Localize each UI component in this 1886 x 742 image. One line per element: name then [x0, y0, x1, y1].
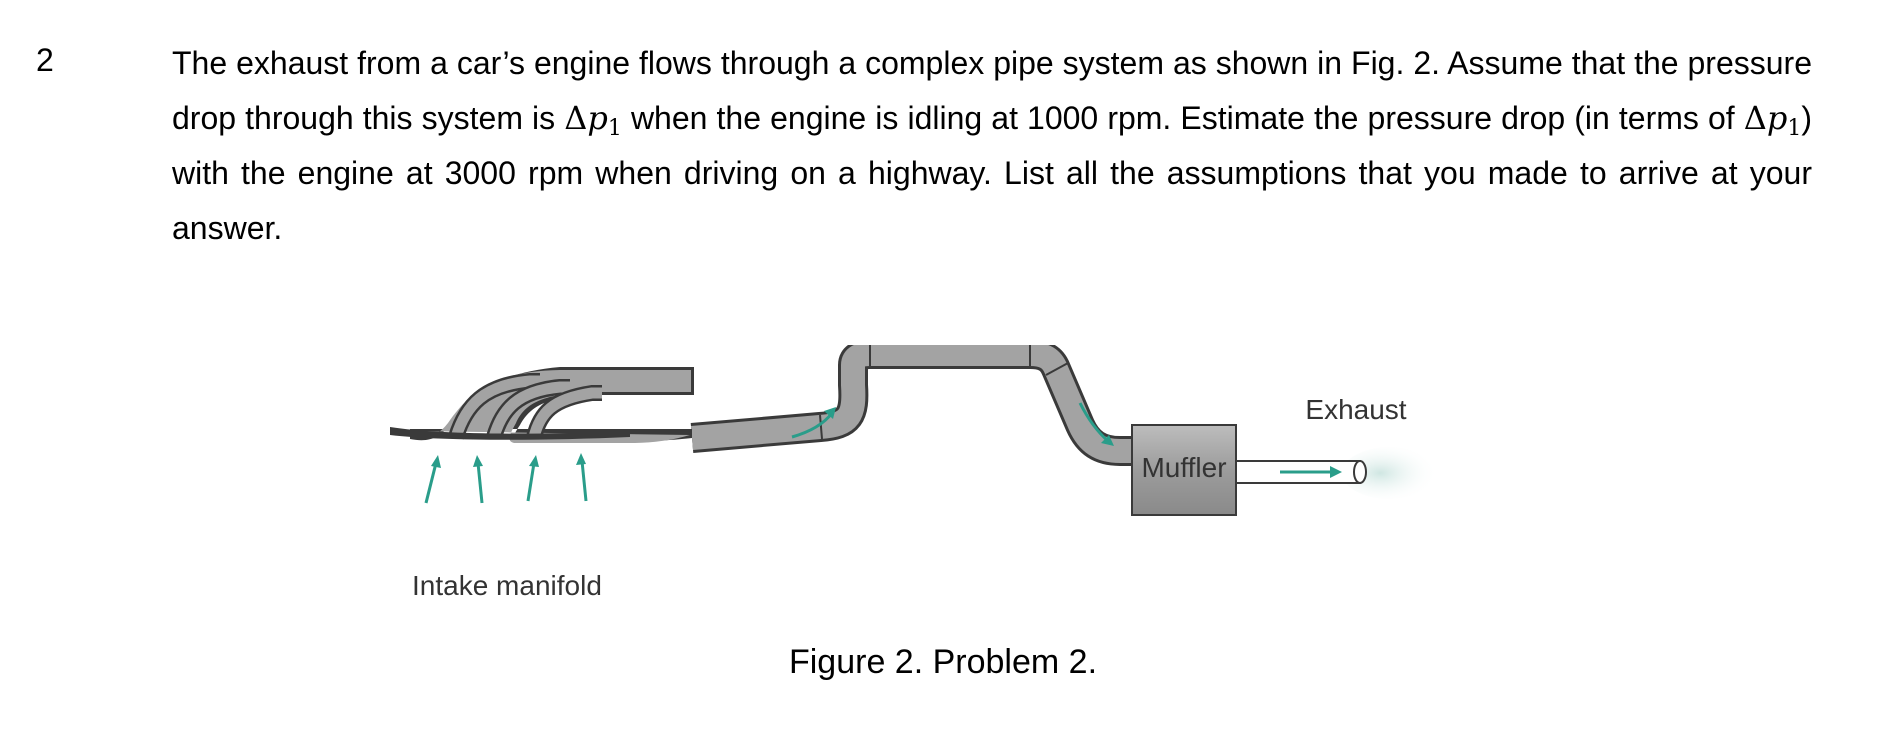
exhaust-system-diagram: Muffler Exhaust Intake manifold — [390, 339, 1438, 601]
exhaust-system-figure: Muffler Exhaust Intake manifold — [380, 339, 1460, 615]
p-symbol: p — [1766, 99, 1788, 137]
problem-text-part-1: The exhaust from a car’s engine flows th… — [172, 45, 1812, 136]
muffler-label: Muffler — [1141, 452, 1226, 483]
pressure-drop-symbol-2: Δp1 — [1743, 99, 1802, 140]
exhaust-gas-puff — [1342, 447, 1438, 499]
subscript-one: 1 — [607, 116, 622, 141]
tail-pipe-opening — [1353, 460, 1367, 484]
delta-symbol: Δ — [564, 99, 588, 137]
pressure-drop-symbol-1: Δp1 — [564, 99, 622, 140]
problem-text-part-3: ) with the engine at 3000 rpm when drivi… — [172, 100, 1813, 246]
question-number: 2 — [36, 42, 54, 78]
intake-manifold-label: Intake manifold — [412, 570, 602, 601]
exhaust-label: Exhaust — [1305, 394, 1406, 425]
flow-arrows — [424, 402, 1342, 504]
intake-manifold-shape — [390, 367, 694, 443]
figure-caption: Figure 2. Problem 2. — [788, 643, 1098, 681]
exhaust-pipe — [690, 339, 1142, 466]
problem-statement: The exhaust from a car’s engine flows th… — [172, 36, 1812, 256]
p-symbol: p — [587, 99, 608, 137]
delta-symbol: Δ — [1743, 99, 1767, 137]
problem-text-part-2: when the engine is idling at 1000 rpm. E… — [621, 100, 1744, 136]
subscript-one: 1 — [1787, 116, 1802, 141]
